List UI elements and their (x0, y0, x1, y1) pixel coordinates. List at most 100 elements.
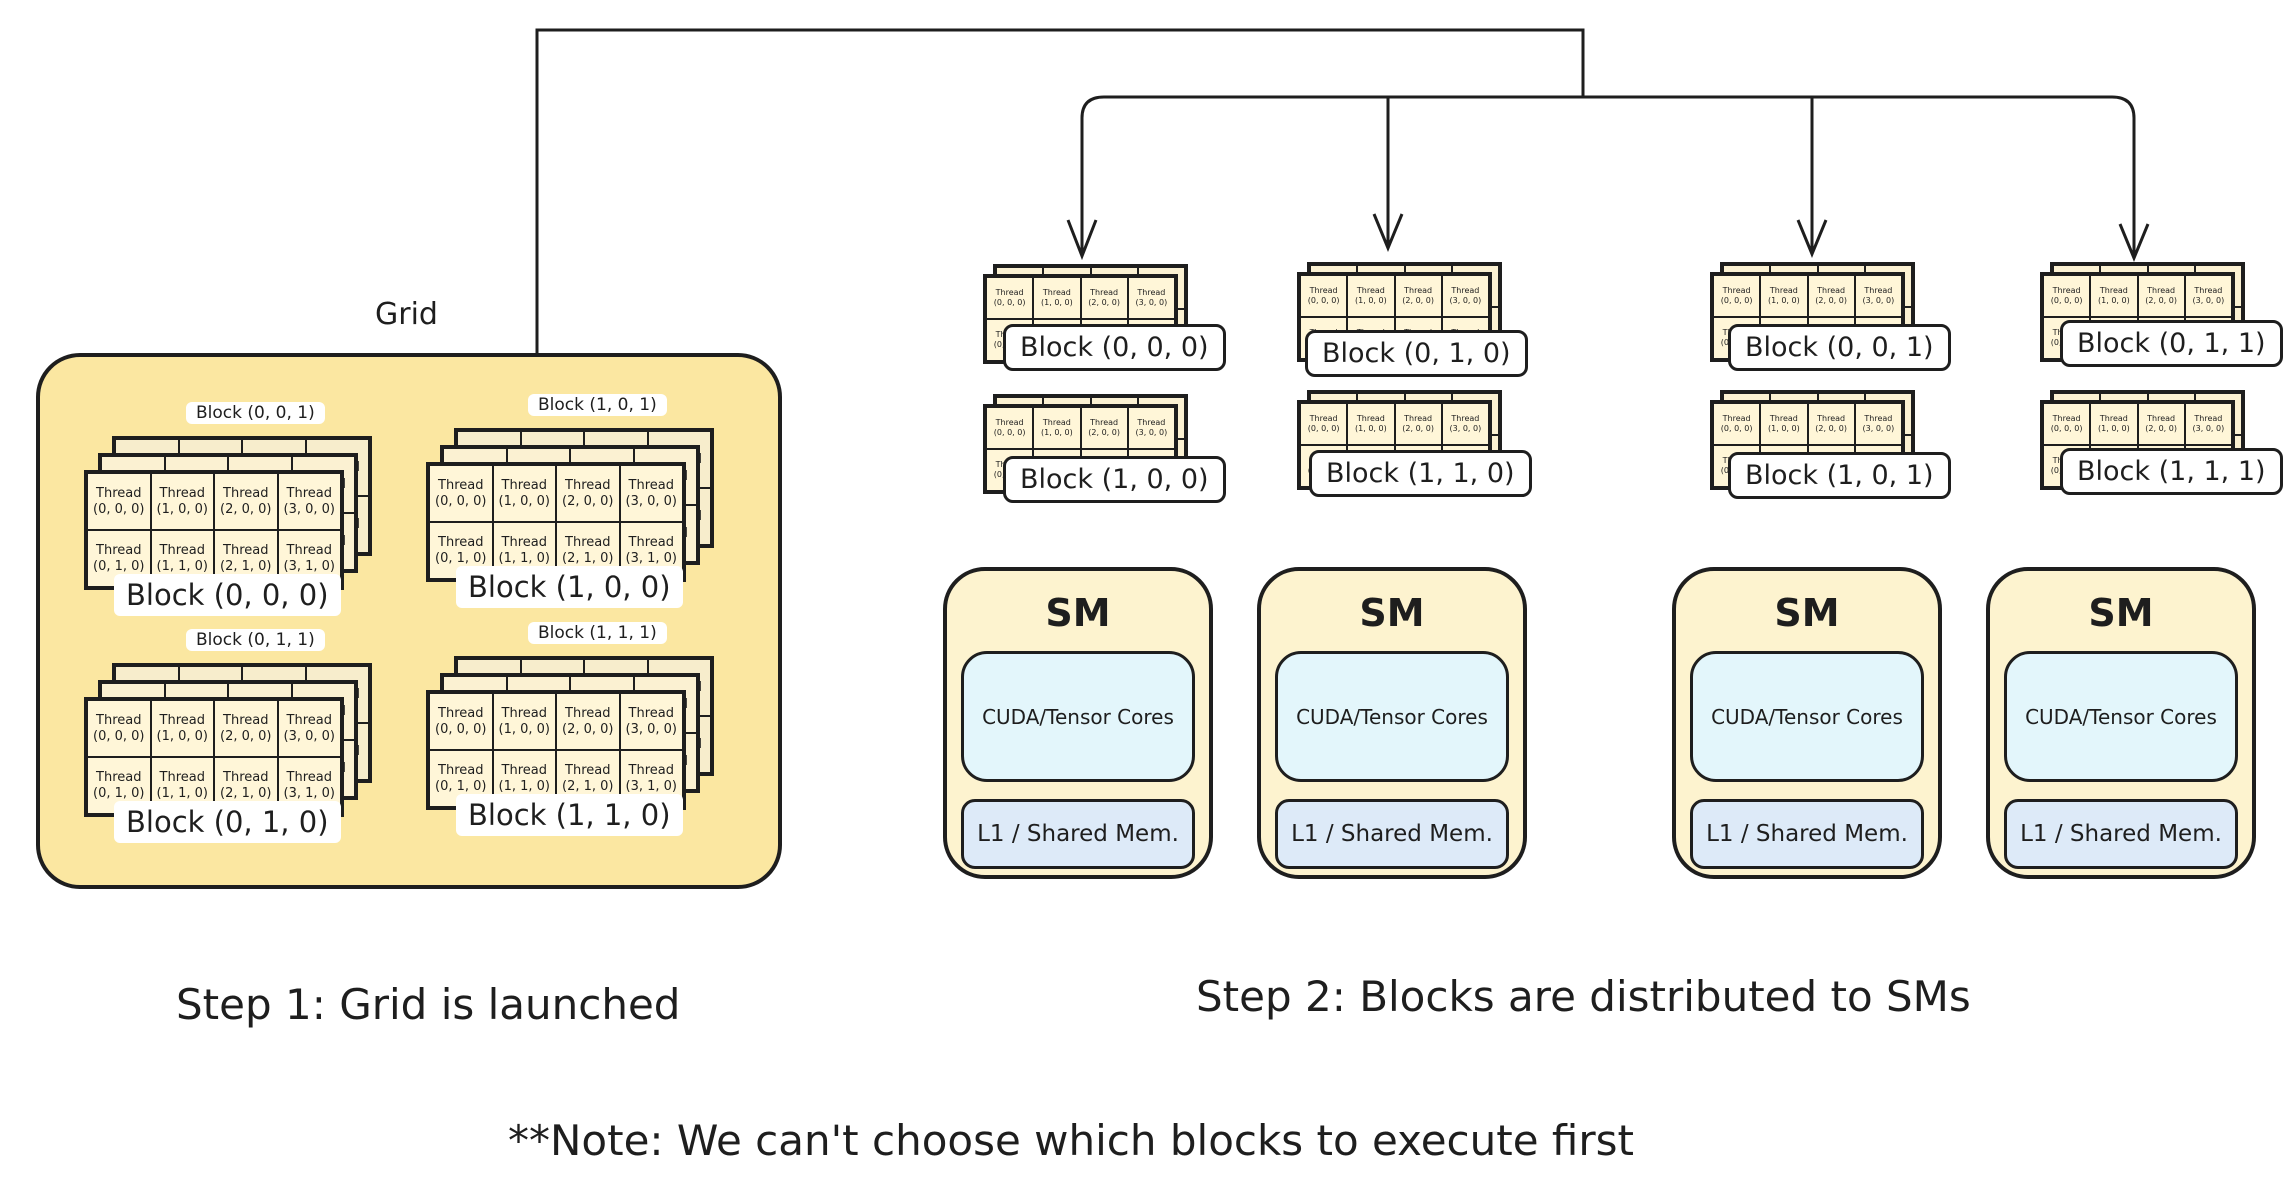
thread-coord: (0, 1, 0) (435, 778, 487, 794)
thread-cell: Thread(1, 0, 0) (1760, 403, 1808, 445)
thread-cell: Thread(2, 0, 0) (556, 693, 620, 750)
thread-cell: Thread(0, 0, 0) (429, 693, 493, 750)
thread-cell: Thread(3, 0, 0) (1127, 277, 1175, 319)
thread-coord: (0, 0, 0) (1307, 424, 1340, 433)
thread-coord: (3, 1, 0) (283, 785, 336, 801)
thread-cell: Thread(2, 0, 0) (2137, 403, 2185, 445)
thread-word: Thread (438, 705, 484, 721)
block-label: Block (0, 1, 0) (114, 801, 341, 843)
thread-coord: (0, 0, 0) (2050, 296, 2083, 305)
thread-coord: (1, 0, 0) (2098, 424, 2130, 433)
cuda-tensor-cores: CUDA/Tensor Cores (1690, 651, 1924, 782)
distribution-bus-line (1080, 95, 2136, 255)
thread-word: Thread (1817, 414, 1846, 424)
thread-coord: (2, 0, 0) (1402, 296, 1434, 305)
thread-word: Thread (628, 534, 674, 550)
thread-coord: (2, 1, 0) (562, 550, 614, 566)
thread-coord: (0, 1, 0) (93, 785, 145, 801)
grid-connector-line (535, 28, 1585, 353)
cuda-tensor-cores: CUDA/Tensor Cores (2004, 651, 2238, 782)
thread-coord: (3, 0, 0) (2192, 424, 2225, 433)
block-top-label: Block (0, 1, 1) (186, 629, 325, 651)
thread-cell: Thread(3, 0, 0) (277, 700, 341, 757)
thread-cell: Thread(2, 0, 0) (556, 465, 620, 522)
block-label: Block (0, 0, 1) (1728, 324, 1951, 371)
thread-word: Thread (1042, 418, 1071, 428)
thread-word: Thread (995, 288, 1024, 298)
thread-word: Thread (2147, 286, 2176, 296)
thread-coord: (2, 0, 0) (562, 721, 614, 737)
thread-word: Thread (1722, 286, 1751, 296)
thread-cell: Thread(1, 0, 0) (150, 473, 214, 530)
thread-word: Thread (286, 542, 332, 558)
thread-cell: Thread(1, 0, 0) (1033, 277, 1081, 319)
thread-cell: Thread(2, 0, 0) (214, 700, 278, 757)
thread-coord: (3, 0, 0) (1449, 424, 1482, 433)
thread-cell: Thread(2, 0, 0) (1080, 407, 1128, 449)
thread-word: Thread (286, 485, 332, 501)
thread-cell: Thread(3, 0, 0) (1854, 403, 1902, 445)
thread-word: Thread (96, 712, 142, 728)
thread-coord: (3, 0, 0) (1135, 428, 1168, 437)
thread-cell: Thread(2, 0, 0) (2137, 275, 2185, 317)
thread-word: Thread (2147, 414, 2176, 424)
front-thread-layer: Thread(0, 0, 0)Thread(1, 0, 0)Thread(2, … (84, 697, 344, 817)
front-thread-layer: Thread(0, 0, 0)Thread(1, 0, 0)Thread(2, … (84, 470, 344, 590)
thread-coord: (2, 0, 0) (1088, 428, 1120, 437)
thread-coord: (2, 1, 0) (220, 558, 272, 574)
thread-cell: Thread(3, 0, 0) (1441, 403, 1489, 445)
thread-coord: (2, 0, 0) (220, 501, 272, 517)
thread-word: Thread (1356, 286, 1385, 296)
block-label: Block (1, 1, 0) (1309, 450, 1532, 497)
front-thread-layer: Thread(0, 0, 0)Thread(1, 0, 0)Thread(2, … (426, 690, 686, 810)
block-label: Block (0, 0, 0) (1003, 324, 1226, 371)
thread-word: Thread (159, 769, 205, 785)
thread-coord: (1, 1, 0) (156, 558, 209, 574)
thread-cell: Thread(2, 0, 0) (1080, 277, 1128, 319)
shared-memory: L1 / Shared Mem. (2004, 799, 2238, 869)
thread-word: Thread (1404, 414, 1433, 424)
thread-cell: Thread(3, 1, 0) (619, 750, 683, 807)
thread-coord: (2, 0, 0) (2145, 296, 2177, 305)
thread-cell: Thread(1, 0, 0) (1033, 407, 1081, 449)
thread-coord: (3, 0, 0) (1135, 298, 1168, 307)
thread-coord: (2, 0, 0) (1402, 424, 1434, 433)
thread-coord: (3, 0, 0) (1449, 296, 1482, 305)
thread-cell: Thread(3, 0, 0) (1854, 275, 1902, 317)
thread-cell: Thread(0, 0, 0) (1713, 275, 1761, 317)
shared-memory: L1 / Shared Mem. (1275, 799, 1509, 869)
thread-word: Thread (438, 762, 484, 778)
thread-coord: (1, 0, 0) (1041, 298, 1073, 307)
thread-coord: (0, 0, 0) (93, 501, 145, 517)
thread-cell: Thread(2, 0, 0) (1807, 403, 1855, 445)
thread-coord: (1, 0, 0) (156, 728, 209, 744)
thread-word: Thread (628, 477, 674, 493)
thread-word: Thread (2052, 414, 2081, 424)
block-label: Block (0, 1, 1) (2060, 320, 2283, 367)
thread-coord: (3, 0, 0) (283, 728, 336, 744)
thread-word: Thread (223, 769, 269, 785)
thread-cell: Thread(2, 1, 0) (214, 757, 278, 814)
thread-coord: (3, 0, 0) (1862, 424, 1895, 433)
thread-cell: Thread(1, 0, 0) (150, 700, 214, 757)
thread-cell: Thread(3, 0, 0) (1127, 407, 1175, 449)
thread-coord: (1, 0, 0) (156, 501, 209, 517)
thread-word: Thread (501, 534, 547, 550)
thread-word: Thread (565, 705, 611, 721)
step2-caption: Step 2: Blocks are distributed to SMs (1196, 972, 1971, 1021)
thread-cell: Thread(1, 0, 0) (1347, 275, 1395, 317)
thread-coord: (3, 0, 0) (1862, 296, 1895, 305)
thread-word: Thread (159, 485, 205, 501)
thread-coord: (1, 0, 0) (1768, 296, 1800, 305)
thread-cell: Thread(2, 0, 0) (1394, 403, 1442, 445)
thread-word: Thread (995, 418, 1024, 428)
thread-word: Thread (223, 712, 269, 728)
front-thread-layer: Thread(0, 0, 0)Thread(1, 0, 0)Thread(2, … (426, 462, 686, 582)
thread-word: Thread (96, 485, 142, 501)
thread-word: Thread (1042, 288, 1071, 298)
thread-cell: Thread(2, 0, 0) (214, 473, 278, 530)
thread-cell: Thread(3, 0, 0) (619, 693, 683, 750)
thread-cell: Thread(1, 0, 0) (492, 693, 556, 750)
thread-cell: Thread(0, 0, 0) (986, 407, 1034, 449)
